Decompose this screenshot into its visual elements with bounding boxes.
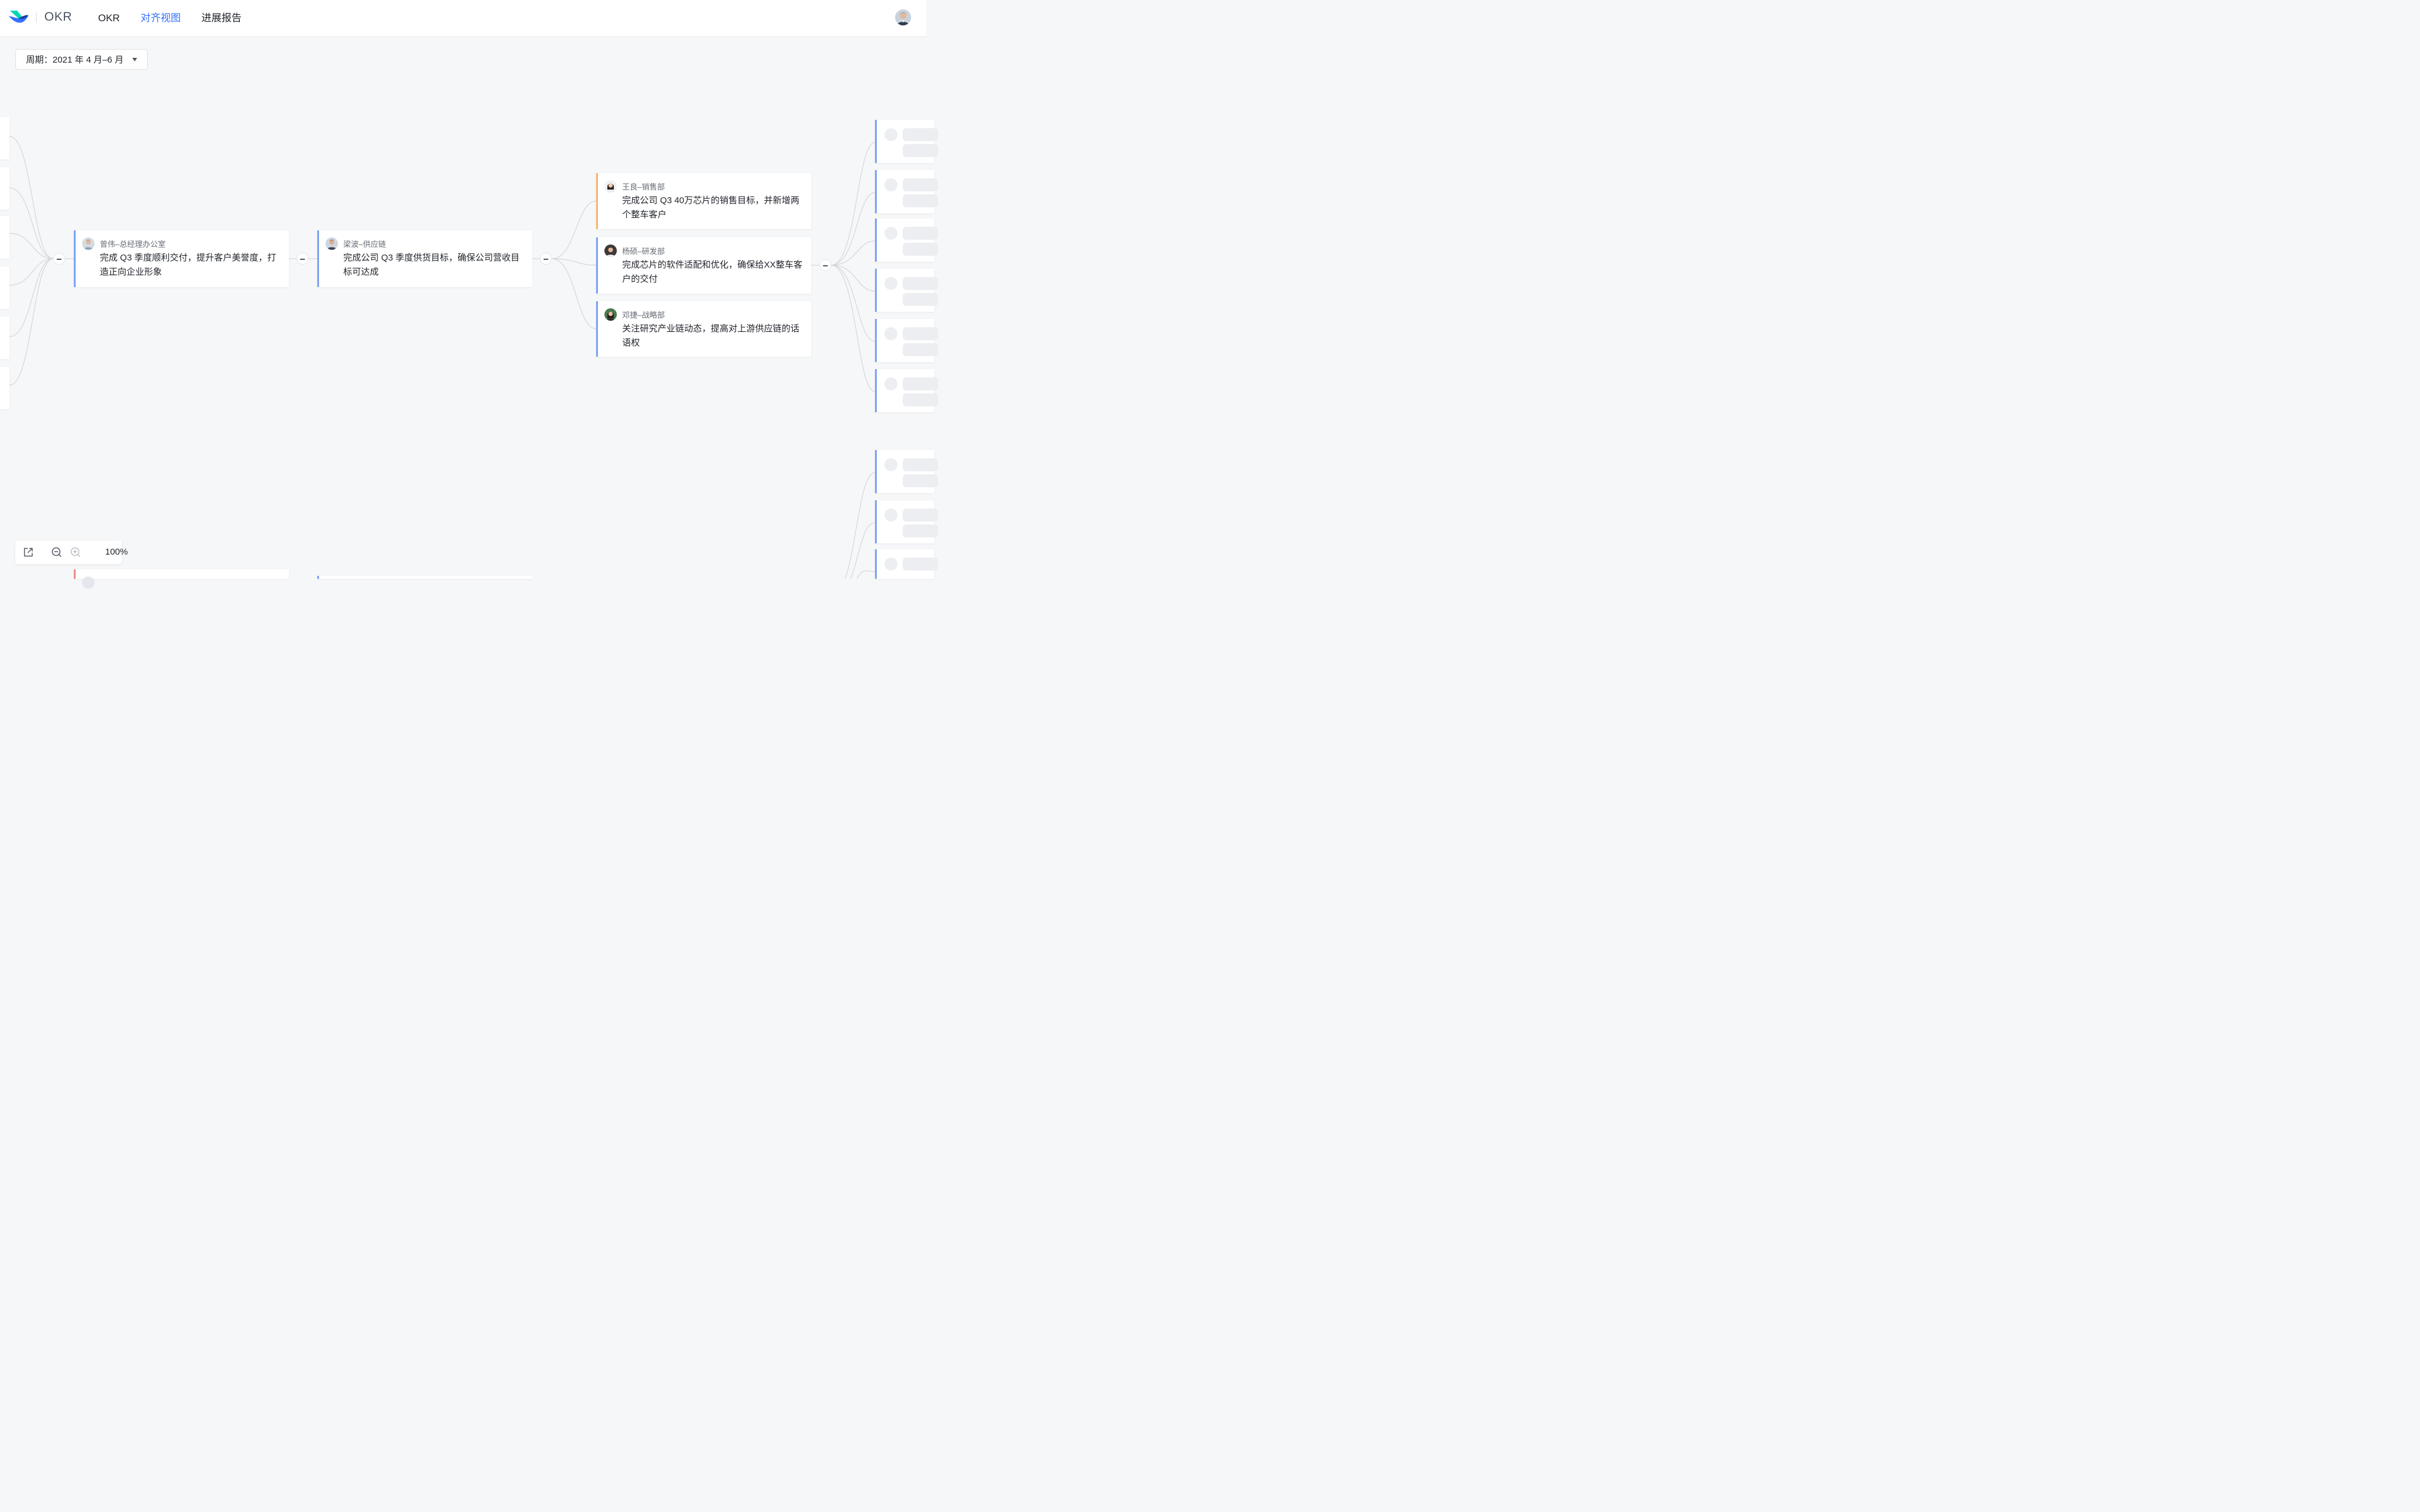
person-avatar-icon [604,245,617,257]
avatar [604,245,617,257]
loading-card [875,450,938,493]
loading-card [875,170,938,213]
collapsed-parent-card[interactable] [0,317,9,359]
loading-card [875,500,938,543]
avatar [82,576,95,589]
objective-card-supply-chain[interactable]: 梁波–供应链 完成公司 Q3 季度供货目标，确保公司营收目标可达成 [317,230,532,287]
collapsed-parent-card[interactable] [0,117,9,159]
top-bar: OKR OKR 对齐视图 进展报告 [0,0,926,36]
objective-text: 完成 Q3 季度顺利交付，提升客户美誉度，打造正向企业形象 [100,253,277,277]
tab-progress-report[interactable]: 进展报告 [201,12,242,24]
objective-card-sales[interactable]: 王良–销售部 完成公司 Q3 40万芯片的销售目标，并新增两个整车客户 [596,173,811,229]
objective-card-partial[interactable] [317,576,532,579]
loading-card [875,269,938,312]
period-selector[interactable]: 周期：2021 年 4 月–6 月 [15,49,148,70]
objective-card-strategy[interactable]: 邓捷–战略部 关注研究产业链动态，提高对上游供应链的话语权 [596,301,811,357]
main-nav: OKR 对齐视图 进展报告 [98,0,242,36]
loading-card [875,369,938,412]
owner-label: 王良–销售部 [622,183,665,191]
avatar [604,308,617,321]
caret-down-icon [132,58,137,61]
user-avatar[interactable] [895,9,911,25]
tab-alignment-view[interactable]: 对齐视图 [140,12,181,24]
collapsed-parent-card[interactable] [0,167,9,210]
collapse-handle[interactable] [540,253,552,265]
loading-card [875,549,938,579]
person-avatar-icon [604,308,617,321]
collapsed-parent-card[interactable] [0,367,9,409]
avatar [604,180,617,193]
person-avatar-icon [82,237,95,250]
zoom-out-icon[interactable] [51,546,63,558]
collapsed-parent-card[interactable] [0,266,9,309]
logo-divider [36,12,37,23]
owner-label: 邓捷–战略部 [622,311,665,320]
person-avatar-icon [604,180,617,193]
avatar [82,237,95,250]
objective-card-rnd[interactable]: 杨硕–研发部 完成芯片的软件适配和优化，确保给XX整车客户的交付 [596,237,811,294]
collapse-handle[interactable] [819,259,831,271]
objective-text: 关注研究产业链动态，提高对上游供应链的话语权 [622,324,800,348]
zoom-level: 100% [105,547,128,557]
zoom-toolbar: 100% [15,540,128,564]
loading-card [875,219,938,262]
tab-okr[interactable]: OKR [98,12,120,24]
period-label: 周期：2021 年 4 月–6 月 [26,55,124,65]
collapse-handle[interactable] [53,253,65,265]
loading-card [875,319,938,362]
loading-card [875,120,938,163]
objective-card-ceo[interactable]: 曾伟–总经理办公室 完成 Q3 季度顺利交付，提升客户美誉度，打造正向企业形象 [74,230,289,287]
owner-label: 杨硕–研发部 [622,247,665,256]
owner-label: 曾伟–总经理办公室 [100,240,166,249]
objective-text: 完成公司 Q3 季度供货目标，确保公司营收目标可达成 [343,253,520,277]
owner-label: 梁波–供应链 [343,240,386,249]
objective-card-partial[interactable] [74,569,289,589]
alignment-connectors [9,136,876,579]
feishu-logo-icon[interactable] [9,9,28,25]
app-name: OKR [44,10,73,24]
person-avatar-icon [895,9,911,25]
avatar [326,237,338,250]
objective-text: 完成芯片的软件适配和优化，确保给XX整车客户的交付 [622,260,803,284]
collapsed-parent-card[interactable] [0,216,9,259]
external-link-icon[interactable] [22,546,34,558]
collapse-handle[interactable] [297,253,308,265]
zoom-in-icon[interactable] [70,546,82,558]
person-avatar-icon [326,237,338,250]
objective-text: 完成公司 Q3 40万芯片的销售目标，并新增两个整车客户 [622,195,800,220]
